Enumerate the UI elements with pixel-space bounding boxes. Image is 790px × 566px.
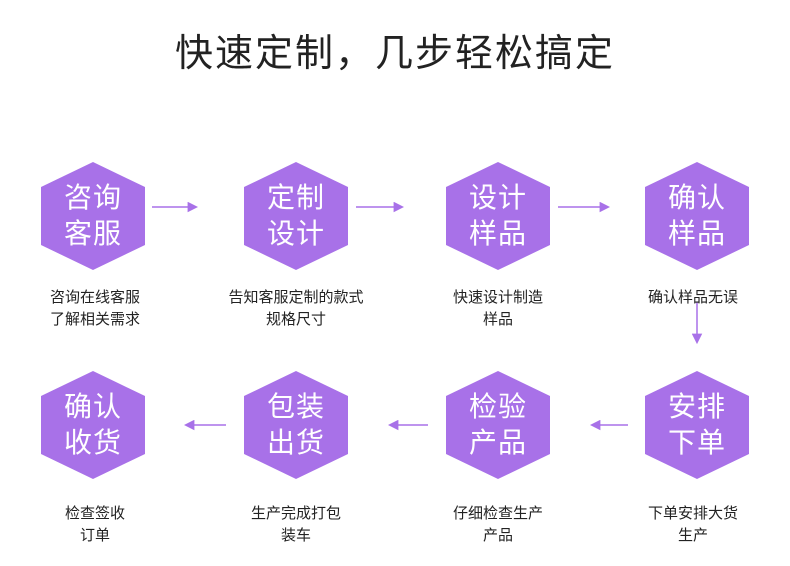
step-1-description: 咨询在线客服 了解相关需求: [0, 286, 190, 330]
step-3-label-line-1: 设计: [468, 181, 527, 214]
step-7-label: 包装 出货: [241, 389, 351, 461]
step-6-description: 仔细检查生产 产品: [403, 502, 593, 546]
step-3-label-line-2: 样品: [468, 217, 527, 250]
step-4-label-line-1: 确认: [667, 181, 726, 214]
step-4-label: 确认 样品: [642, 180, 752, 252]
step-8-description-line-1: 检查签收: [64, 504, 125, 522]
step-7-label-line-1: 包装: [266, 390, 325, 423]
step-8-description: 检查签收 订单: [0, 502, 190, 546]
step-5-description: 下单安排大货 生产: [598, 502, 788, 546]
step-1-label-line-1: 咨询: [63, 181, 122, 214]
step-4-hexagon: [645, 162, 749, 270]
step-6-label-line-2: 产品: [468, 426, 527, 459]
step-4-description: 确认样品无误: [598, 286, 788, 308]
step-2-description: 告知客服定制的款式 规格尺寸: [201, 286, 391, 330]
step-6-hexagon: [446, 371, 550, 479]
step-1-description-line-1: 咨询在线客服: [49, 288, 140, 306]
step-5-hexagon: [645, 371, 749, 479]
step-5-description-line-2: 生产: [677, 526, 708, 544]
step-2-label-line-1: 定制: [266, 181, 325, 214]
step-3-label: 设计 样品: [443, 180, 553, 252]
step-8-hexagon: [41, 371, 145, 479]
step-2-label: 定制 设计: [241, 180, 351, 252]
step-5-label-line-2: 下单: [667, 426, 726, 459]
step-2-description-line-1: 告知客服定制的款式: [228, 288, 364, 306]
step-2-hexagon: [244, 162, 348, 270]
step-5-label: 安排 下单: [642, 389, 752, 461]
step-8-label-line-1: 确认: [63, 390, 122, 423]
step-3-description-line-1: 快速设计制造: [452, 288, 543, 306]
step-4-description-line-1: 确认样品无误: [647, 288, 738, 306]
step-8-description-line-2: 订单: [79, 526, 110, 544]
step-3-hexagon: [446, 162, 550, 270]
step-2-label-line-2: 设计: [266, 217, 325, 250]
step-5-label-line-1: 安排: [667, 390, 726, 423]
step-6-label: 检验 产品: [443, 389, 553, 461]
step-1-label-line-2: 客服: [63, 217, 122, 250]
page-title: 快速定制，几步轻松搞定: [174, 31, 615, 75]
step-6-description-line-1: 仔细检查生产: [452, 504, 543, 522]
step-3-description-line-2: 样品: [482, 310, 513, 328]
step-7-description: 生产完成打包 装车: [201, 502, 391, 546]
step-1-hexagon: [41, 162, 145, 270]
step-3-description: 快速设计制造 样品: [403, 286, 593, 330]
step-6-label-line-1: 检验: [468, 390, 527, 423]
step-2-description-line-2: 规格尺寸: [265, 310, 326, 328]
step-7-description-line-2: 装车: [280, 526, 311, 544]
step-7-hexagon: [244, 371, 348, 479]
step-4-label-line-2: 样品: [667, 217, 726, 250]
step-8-label: 确认 收货: [38, 389, 148, 461]
step-1-description-line-2: 了解相关需求: [49, 310, 140, 328]
step-1-label: 咨询 客服: [38, 180, 148, 252]
step-7-label-line-2: 出货: [266, 426, 325, 459]
step-5-description-line-1: 下单安排大货: [647, 504, 738, 522]
step-7-description-line-1: 生产完成打包: [250, 504, 341, 522]
step-8-label-line-2: 收货: [63, 426, 122, 459]
step-6-description-line-2: 产品: [482, 526, 513, 544]
